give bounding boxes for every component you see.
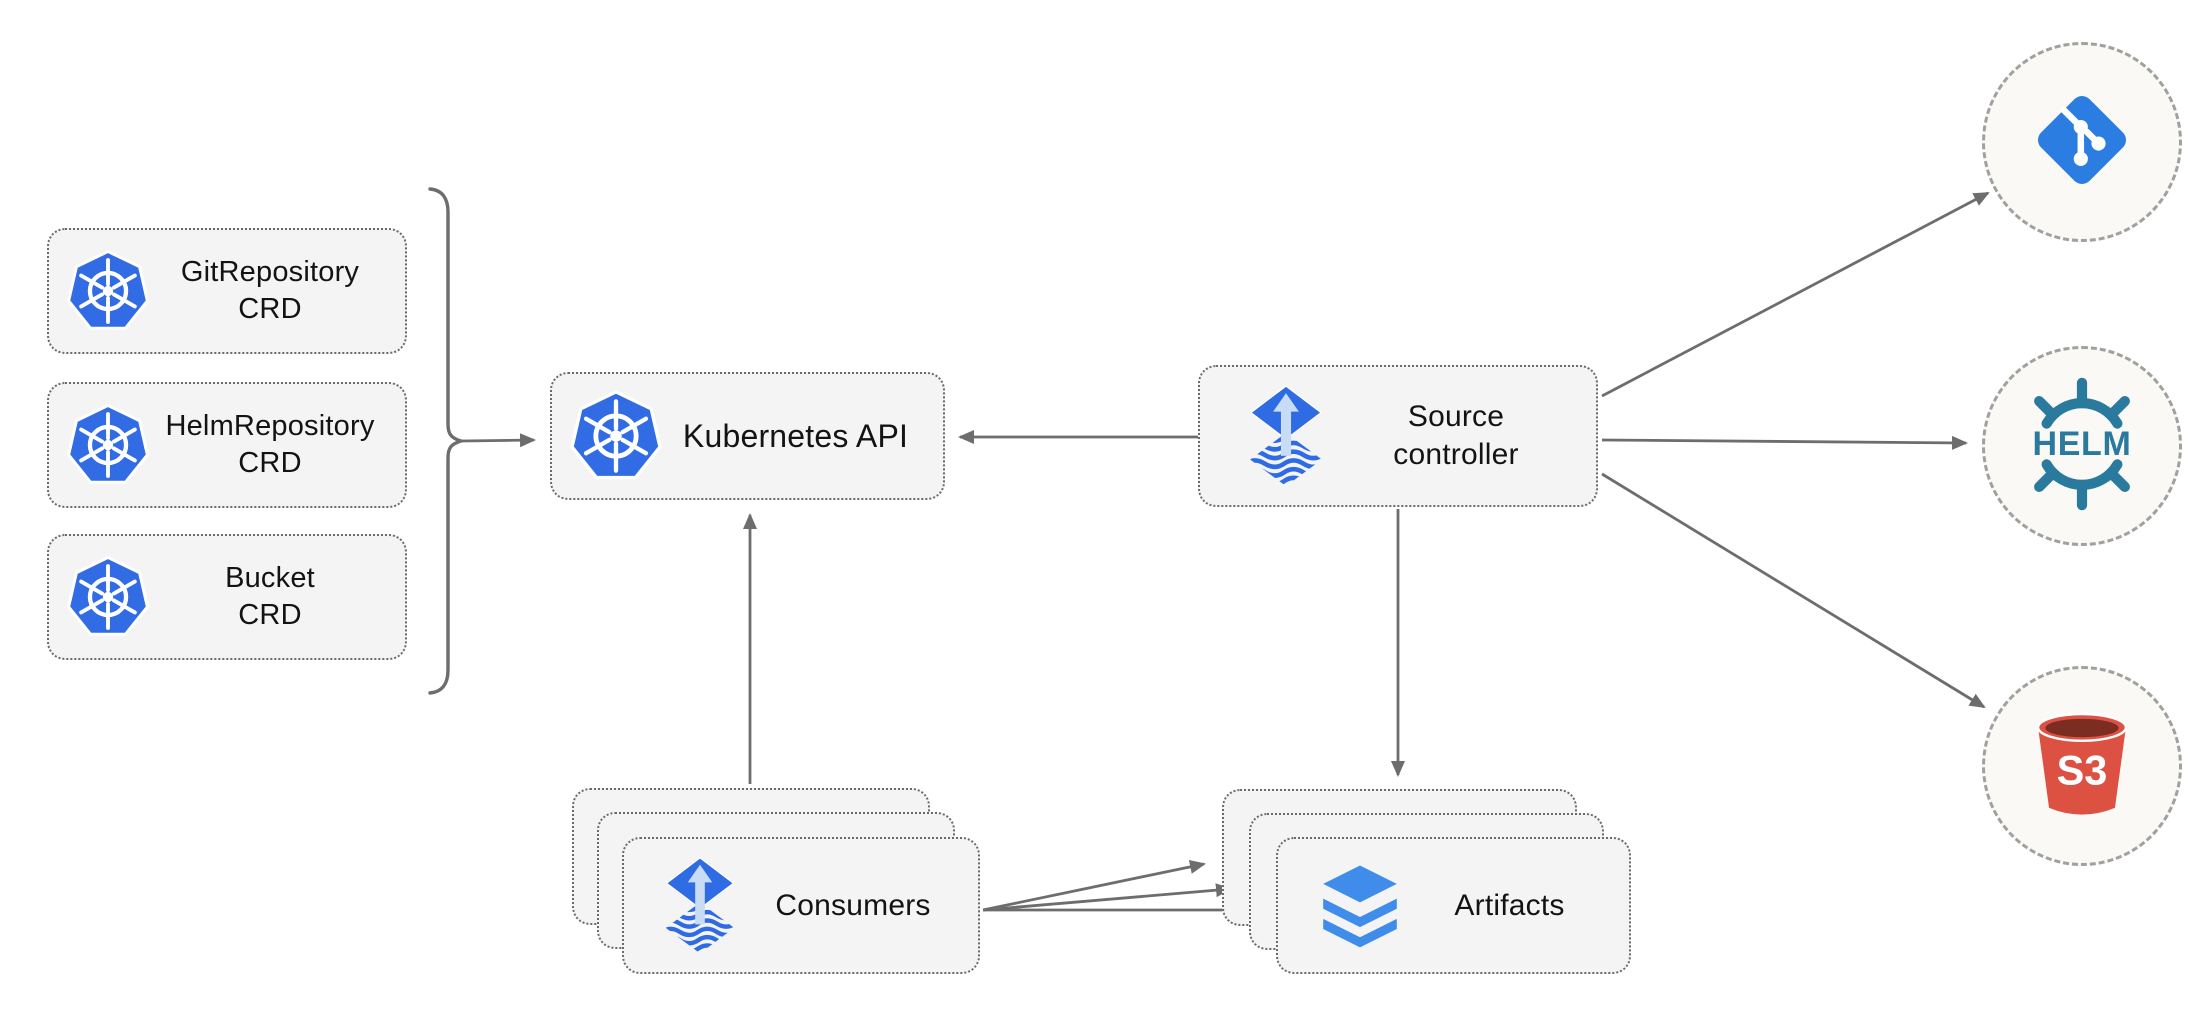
kubernetes-icon <box>65 402 151 488</box>
label-line: CRD <box>238 293 302 325</box>
kubernetes-api-node: Kubernetes API <box>550 372 945 500</box>
arrow-consumers-to-artifacts-1 <box>982 859 1206 912</box>
label-line: CRD <box>238 599 302 631</box>
label-line: CRD <box>238 447 302 479</box>
bucket-crd-node: Bucket CRD <box>47 534 407 660</box>
node-label: Artifacts <box>1454 888 1565 922</box>
s3-bucket-icon: S3 <box>2021 703 2143 830</box>
consumers-node: Consumers <box>622 837 980 974</box>
arrow-crds-to-kubernetes-api <box>461 433 536 448</box>
label-line: GitRepository <box>180 256 360 288</box>
label-line: HelmRepository <box>165 410 375 442</box>
s3-source-circle: S3 <box>1982 666 2182 866</box>
arrow-consumers-to-artifacts-2 <box>982 883 1232 912</box>
node-label: Source controller <box>1332 398 1580 474</box>
kubernetes-icon <box>568 388 664 484</box>
gitrepository-crd-node: GitRepository CRD <box>47 228 407 354</box>
flux-icon <box>1240 384 1332 489</box>
node-label: HelmRepository CRD <box>151 408 389 482</box>
kubernetes-icon <box>65 554 151 640</box>
node-label: Bucket CRD <box>151 560 389 634</box>
artifacts-node: Artifacts <box>1276 837 1631 974</box>
helmrepository-crd-node: HelmRepository CRD <box>47 382 407 508</box>
flux-icon <box>656 856 744 956</box>
arrow-source-to-git <box>1601 191 1990 398</box>
git-icon <box>2023 81 2141 204</box>
layers-icon <box>1314 860 1406 952</box>
label-line: Bucket <box>225 562 315 594</box>
label-line: Source <box>1407 400 1505 433</box>
label-line: controller <box>1393 438 1519 471</box>
arrow-source-to-s3 <box>1601 472 1986 709</box>
node-label: GitRepository CRD <box>151 254 389 328</box>
crd-group-bracket <box>428 187 467 695</box>
helm-wordmark: HELM <box>2032 424 2131 462</box>
s3-wordmark: S3 <box>2057 746 2108 793</box>
node-label: Kubernetes API <box>682 418 909 454</box>
arrow-source-to-helm <box>1601 435 1968 450</box>
node-label: Consumers <box>775 888 931 922</box>
helm-icon: HELM <box>2014 376 2150 517</box>
git-source-circle <box>1982 42 2182 242</box>
source-controller-node: Source controller <box>1198 365 1598 507</box>
helm-source-circle: HELM <box>1982 346 2182 546</box>
kubernetes-icon <box>65 248 151 334</box>
